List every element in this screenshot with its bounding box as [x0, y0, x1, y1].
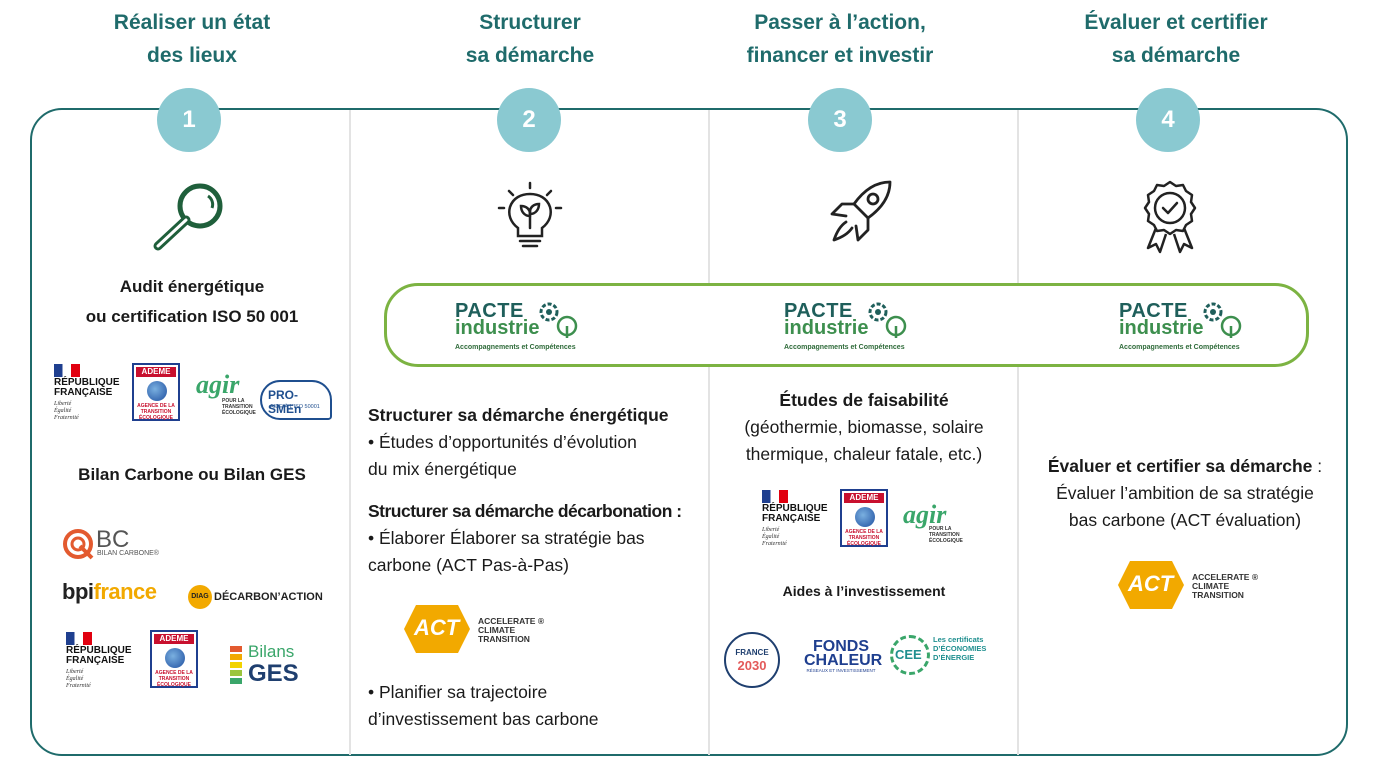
rocket-icon — [830, 180, 892, 242]
bilan-carbone-logo: BC BILAN CARBONE® — [62, 526, 182, 560]
pacte-industrie-logo: PACTE industrie Accompagnements et Compé… — [1119, 300, 1249, 362]
step-3-number: 3 — [808, 88, 872, 152]
bilans-ges-logo: Bilans GES — [230, 642, 310, 690]
column-divider — [349, 110, 351, 755]
gear-tree-icon — [1203, 302, 1242, 338]
fonds-chaleur-logo: FONDS CHALEUR RÉSEAUX ET INVESTISSEMENT — [804, 638, 883, 674]
col3-feasibility-section: Études de faisabilité (géothermie, bioma… — [744, 390, 984, 464]
col4-evaluation-section: Évaluer et certifier sa démarche : Évalu… — [1047, 456, 1323, 530]
france-2030-logo: FRANCE 2030 — [724, 632, 780, 688]
gear-tree-icon — [539, 302, 578, 338]
col1-heading-2: Bilan Carbone ou Bilan GES — [78, 465, 306, 484]
col1-heading: Audit énergétique ou certification ISO 5… — [85, 277, 299, 326]
col2-investment-section: • Planifier sa trajectoire d’investissem… — [368, 682, 599, 729]
agir-logo: agir — [903, 500, 947, 529]
pacte-industrie-band — [384, 283, 1309, 367]
column-divider — [1017, 110, 1019, 755]
gear-tree-icon — [868, 302, 907, 338]
col3-investment-heading: Aides à l’investissement — [782, 583, 946, 599]
step-2-number: 2 — [497, 88, 561, 152]
pacte-industrie-logo: PACTE industrie Accompagnements et Compé… — [784, 300, 914, 362]
lightbulb-icon — [497, 181, 563, 248]
certified-badge-icon — [1143, 180, 1197, 254]
col2-decarbonation-section: Structurer sa démarche décarbonation : •… — [368, 501, 682, 575]
magnifier-icon — [153, 183, 223, 251]
agir-logo: agir — [196, 370, 240, 399]
step-3-title: Passer à l’action,financer et investir — [746, 11, 934, 67]
col2-energy-section: Structurer sa démarche énergétique • Étu… — [368, 405, 669, 479]
column-divider — [708, 110, 710, 755]
process-frame — [30, 108, 1348, 756]
step-4-number: 4 — [1136, 88, 1200, 152]
bpifrance-logo: bpifrance — [62, 579, 157, 604]
step-1-number: 1 — [157, 88, 221, 152]
pacte-industrie-logo: PACTE industrie Accompagnements et Compé… — [455, 300, 585, 362]
